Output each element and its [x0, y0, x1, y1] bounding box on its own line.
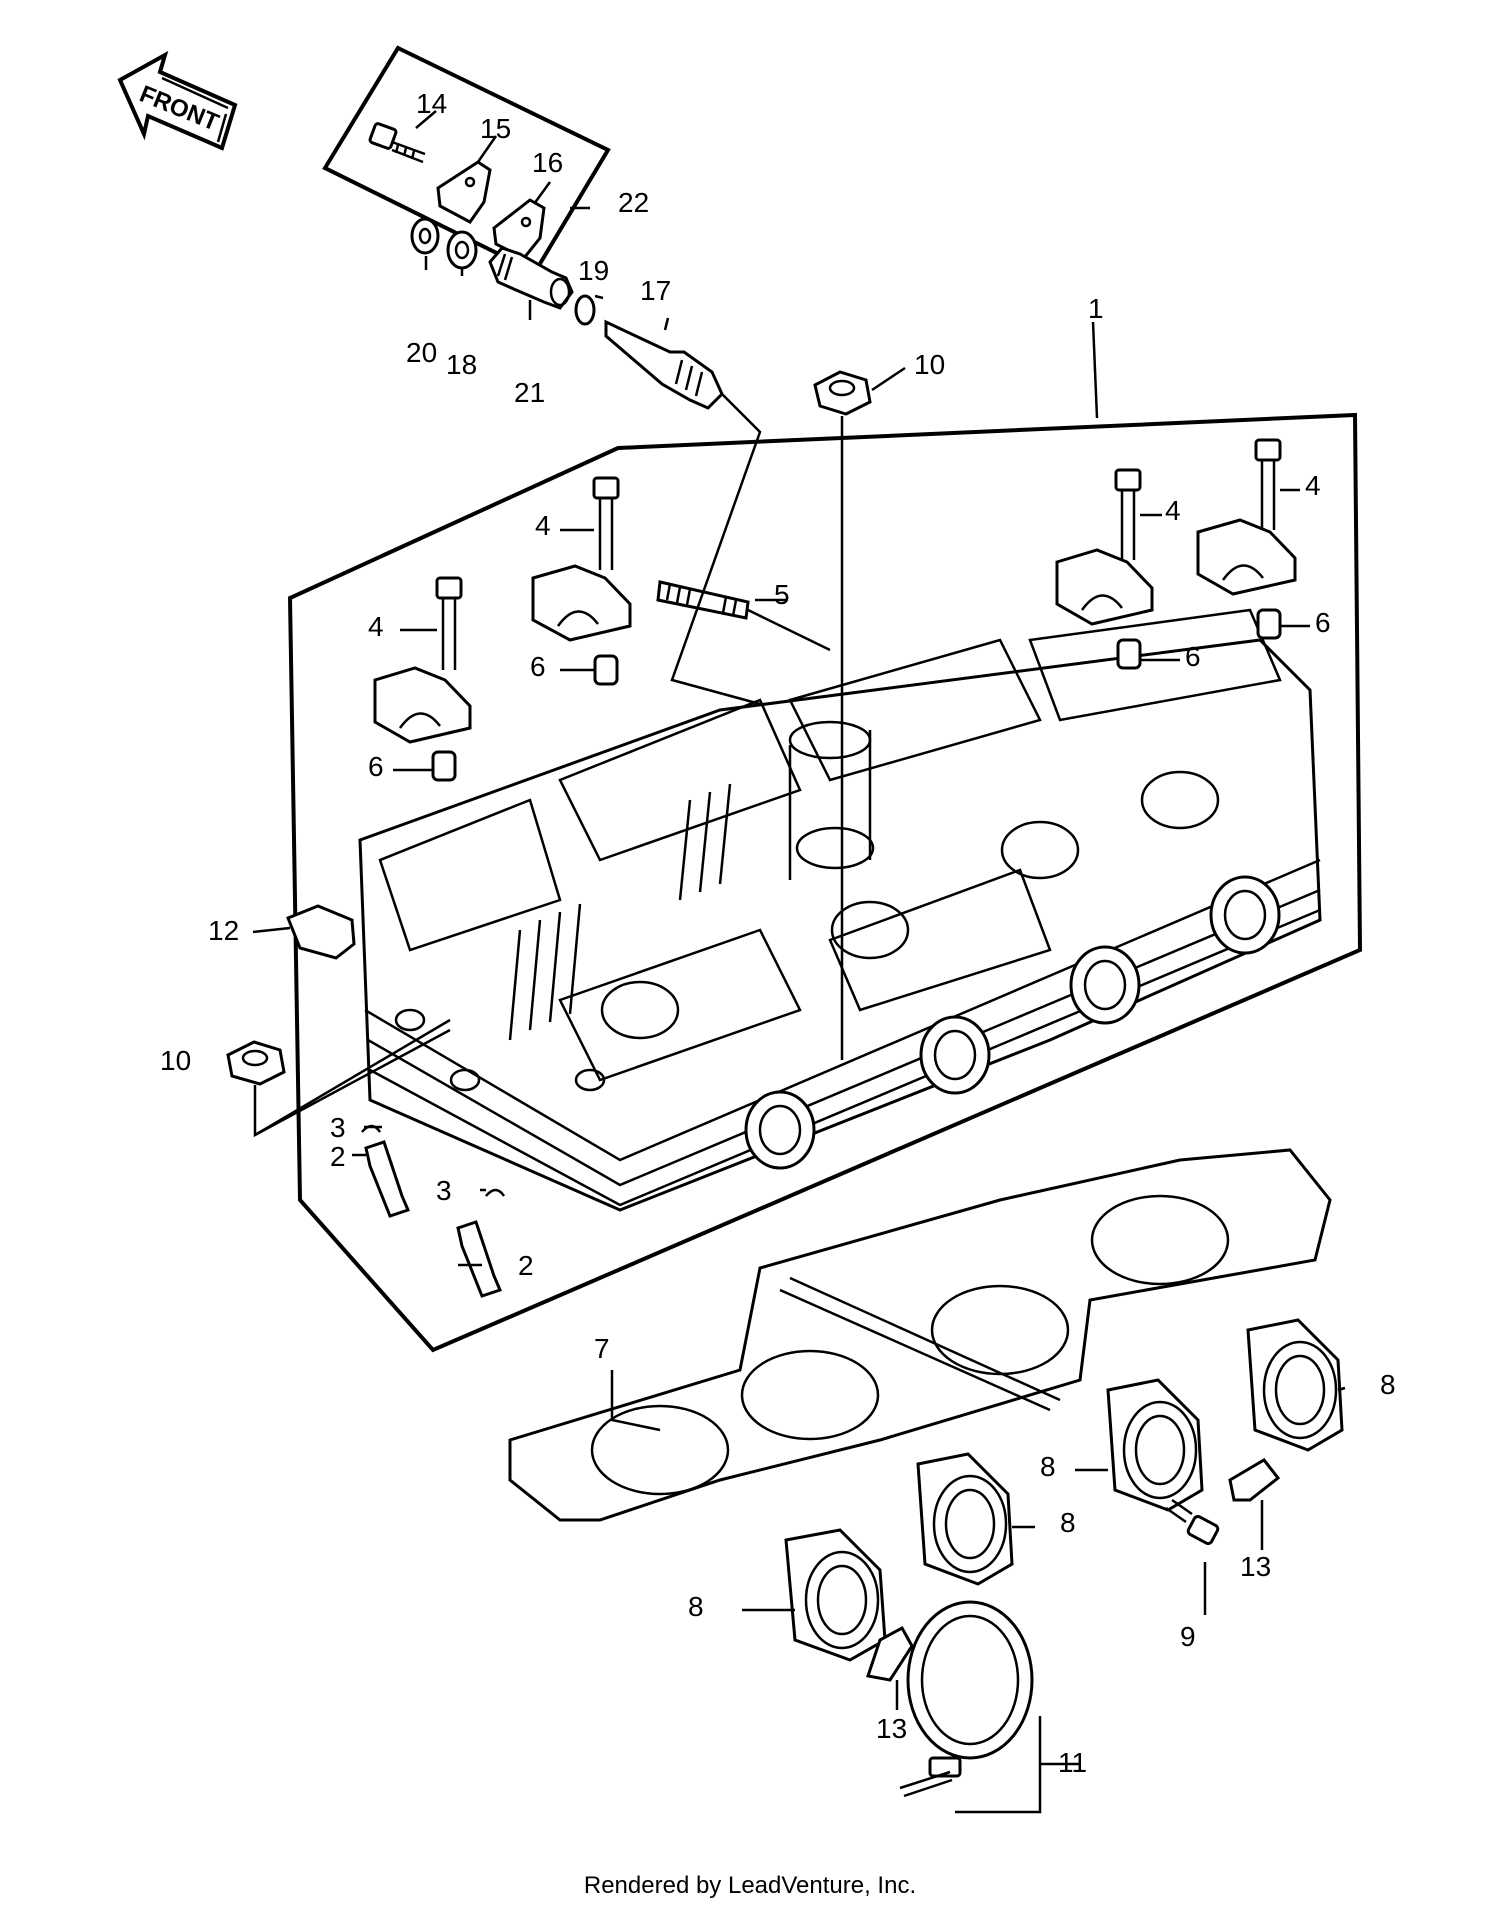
bolt-14: [368, 122, 426, 164]
callout-6: 6: [368, 751, 384, 782]
callout-1: 1: [1088, 293, 1104, 324]
cap-nut-top: [813, 370, 872, 416]
callout-3: 3: [330, 1112, 346, 1143]
rubber-cap-12: [286, 904, 356, 960]
head-gasket: [508, 1148, 1332, 1522]
callout-16: 16: [532, 147, 563, 178]
cam-caps: [373, 518, 1297, 744]
vacuum-caps: [866, 1458, 1281, 1682]
washer-20: [410, 217, 440, 255]
tach-drive-parts: [410, 217, 724, 410]
callout-6: 6: [1315, 607, 1331, 638]
callout-9: 9: [1180, 1621, 1196, 1652]
callout-20: 20: [406, 337, 437, 368]
callout-15: 15: [480, 113, 511, 144]
callout-19: 19: [578, 255, 609, 286]
callout-10: 10: [160, 1045, 191, 1076]
callout-4: 4: [368, 611, 384, 642]
callout-17: 17: [640, 275, 671, 306]
callout-2: 2: [518, 1250, 534, 1281]
intake-holders: [784, 1318, 1344, 1662]
bushing-18: [446, 230, 478, 270]
plate-15: [436, 160, 492, 224]
dowel-pins: [431, 608, 1282, 782]
callout-3: 3: [436, 1175, 452, 1206]
cam-cap-bolts: [435, 438, 1282, 670]
callout-11: 11: [1058, 1747, 1087, 1778]
callout-8: 8: [1040, 1451, 1056, 1482]
callout-18: 18: [446, 349, 477, 380]
callout-12: 12: [208, 915, 239, 946]
cap-nut-left: [226, 1040, 286, 1086]
callout-13: 13: [1240, 1551, 1271, 1582]
callout-13: 13: [876, 1713, 907, 1744]
stud-5: [656, 580, 750, 620]
callout-labels: 1 2 2 3 3 4 4 4 4 5 6 6 6 6 7 8 8 8 8 9 …: [160, 88, 1396, 1778]
callout-7: 7: [594, 1333, 610, 1364]
gear-shaft-17: [604, 319, 724, 410]
callout-5: 5: [774, 579, 790, 610]
valve-guides: [361, 1124, 506, 1298]
callout-21: 21: [514, 377, 545, 408]
callout-8: 8: [1380, 1369, 1396, 1400]
callout-8: 8: [1060, 1507, 1076, 1538]
o-ring-19: [574, 294, 596, 326]
footer-credit: Rendered by LeadVenture, Inc.: [583, 1872, 917, 1899]
callout-6: 6: [1185, 641, 1201, 672]
front-arrow: FRONT: [117, 50, 238, 151]
callout-4: 4: [1305, 470, 1321, 501]
callout-6: 6: [530, 651, 546, 682]
cylinder-head: [358, 608, 1322, 1212]
cylinder-head-boundary: [287, 412, 1363, 1353]
screw-9: [1165, 1498, 1220, 1546]
plate-16: [492, 198, 546, 260]
callout-2: 2: [330, 1141, 346, 1172]
callout-4: 4: [535, 510, 551, 541]
callout-10: 10: [914, 349, 945, 380]
callout-8: 8: [688, 1591, 704, 1622]
callout-22: 22: [618, 187, 649, 218]
clamp-11: [899, 1600, 1034, 1798]
callout-14: 14: [416, 88, 447, 119]
leader-lines: [252, 110, 1346, 1814]
callout-4: 4: [1165, 495, 1181, 526]
